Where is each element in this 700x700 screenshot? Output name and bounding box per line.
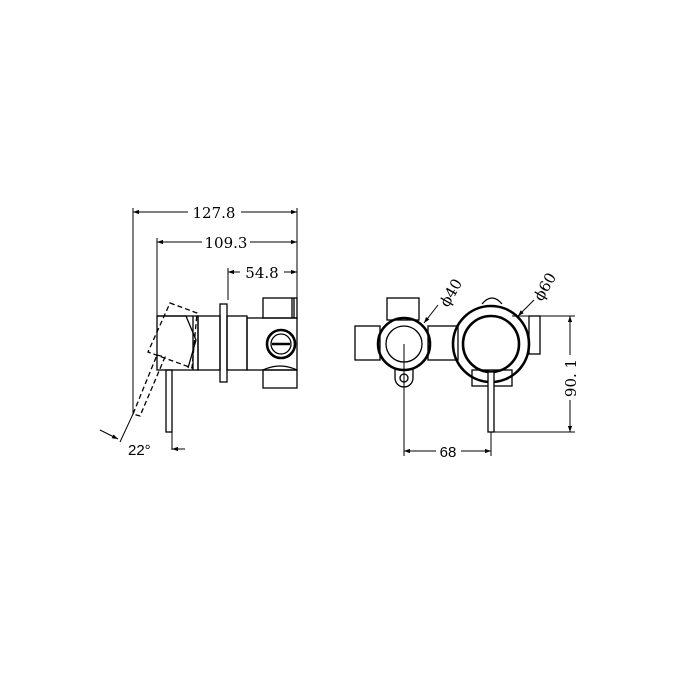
dimension-large-diameter: ϕ60 [517,270,560,317]
valve-body [246,297,298,389]
sleeve [226,315,248,371]
dim-label-90-1: 90. 1 [562,359,580,397]
dimension-overall-depth: 127.8 [133,204,297,222]
front-view: ϕ40 ϕ60 68 90. 1 [354,270,580,461]
dim-label-68: 68 [440,444,457,461]
handle-body [156,315,199,371]
dimension-handle-angle: 22° [99,413,185,459]
dimension-height: 90. 1 [494,315,580,433]
wall-plate [219,303,228,383]
dimension-center-spacing: 68 [404,444,491,461]
dimension-small-diameter: ϕ40 [423,276,466,324]
dim-label-phi60: ϕ60 [530,270,560,304]
dim-label-phi40: ϕ40 [436,276,466,310]
dim-label-127-8: 127.8 [193,204,236,222]
diverter-body [354,297,459,388]
lever-front [487,371,495,433]
dim-label-109-3: 109.3 [205,234,248,252]
collar [197,315,221,371]
side-view: 127.8 109.3 54.8 [99,204,298,459]
lever [165,369,173,433]
handle-rotated-dashed [132,302,198,417]
dim-label-22-deg: 22° [128,442,151,459]
dimension-rough-in-depth: 54.8 [228,264,297,282]
dimension-body-depth: 109.3 [157,234,297,252]
dim-label-54-8: 54.8 [245,264,278,282]
